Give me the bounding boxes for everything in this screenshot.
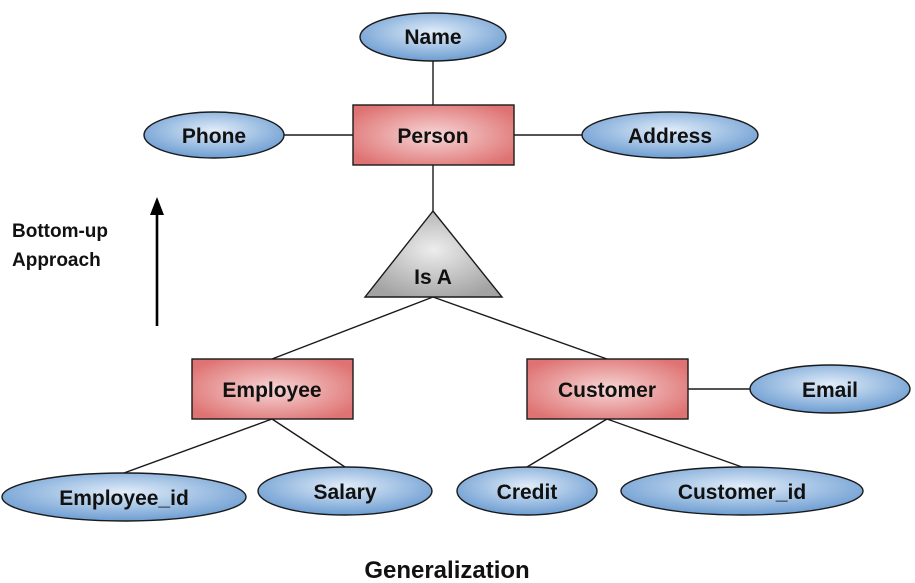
relationship-isa[interactable]: Is A [363,209,504,298]
relationship-isa-label: Is A [414,266,452,289]
entity-person[interactable]: Person [352,104,515,166]
diagram-title: Generalization [364,557,529,583]
attribute-address[interactable]: Address [581,111,759,159]
line-customer-customer-id [606,418,743,468]
attribute-customer-id[interactable]: Customer_id [620,466,864,516]
line-isa-employee [271,296,434,360]
entity-employee[interactable]: Employee [191,358,354,420]
attribute-salary[interactable]: Salary [257,466,433,516]
approach-label-line2: Approach [12,250,101,271]
attribute-phone[interactable]: Phone [143,111,285,159]
line-customer-credit [526,418,608,468]
line-employee-employee-id [123,418,273,474]
attribute-employee-id[interactable]: Employee_id [1,472,247,522]
attribute-phone-label: Phone [182,125,246,148]
entity-customer-label: Customer [558,379,656,402]
entity-customer[interactable]: Customer [526,358,689,420]
attribute-employee-id-label: Employee_id [59,487,189,510]
line-employee-salary [271,418,346,468]
entity-employee-label: Employee [222,379,321,402]
attribute-credit[interactable]: Credit [456,466,598,516]
attribute-name-label: Name [404,26,461,49]
line-isa-customer [432,296,608,360]
approach-label-line1: Bottom-up [12,221,108,242]
attribute-email[interactable]: Email [749,364,911,414]
attribute-salary-label: Salary [313,481,376,504]
attribute-address-label: Address [628,125,712,148]
arrow-up-icon [150,197,164,326]
connectors [123,61,750,474]
attribute-name[interactable]: Name [359,12,507,62]
attribute-credit-label: Credit [497,481,558,504]
entity-person-label: Person [397,125,468,148]
attribute-email-label: Email [802,379,858,402]
attribute-customer-id-label: Customer_id [678,481,806,504]
